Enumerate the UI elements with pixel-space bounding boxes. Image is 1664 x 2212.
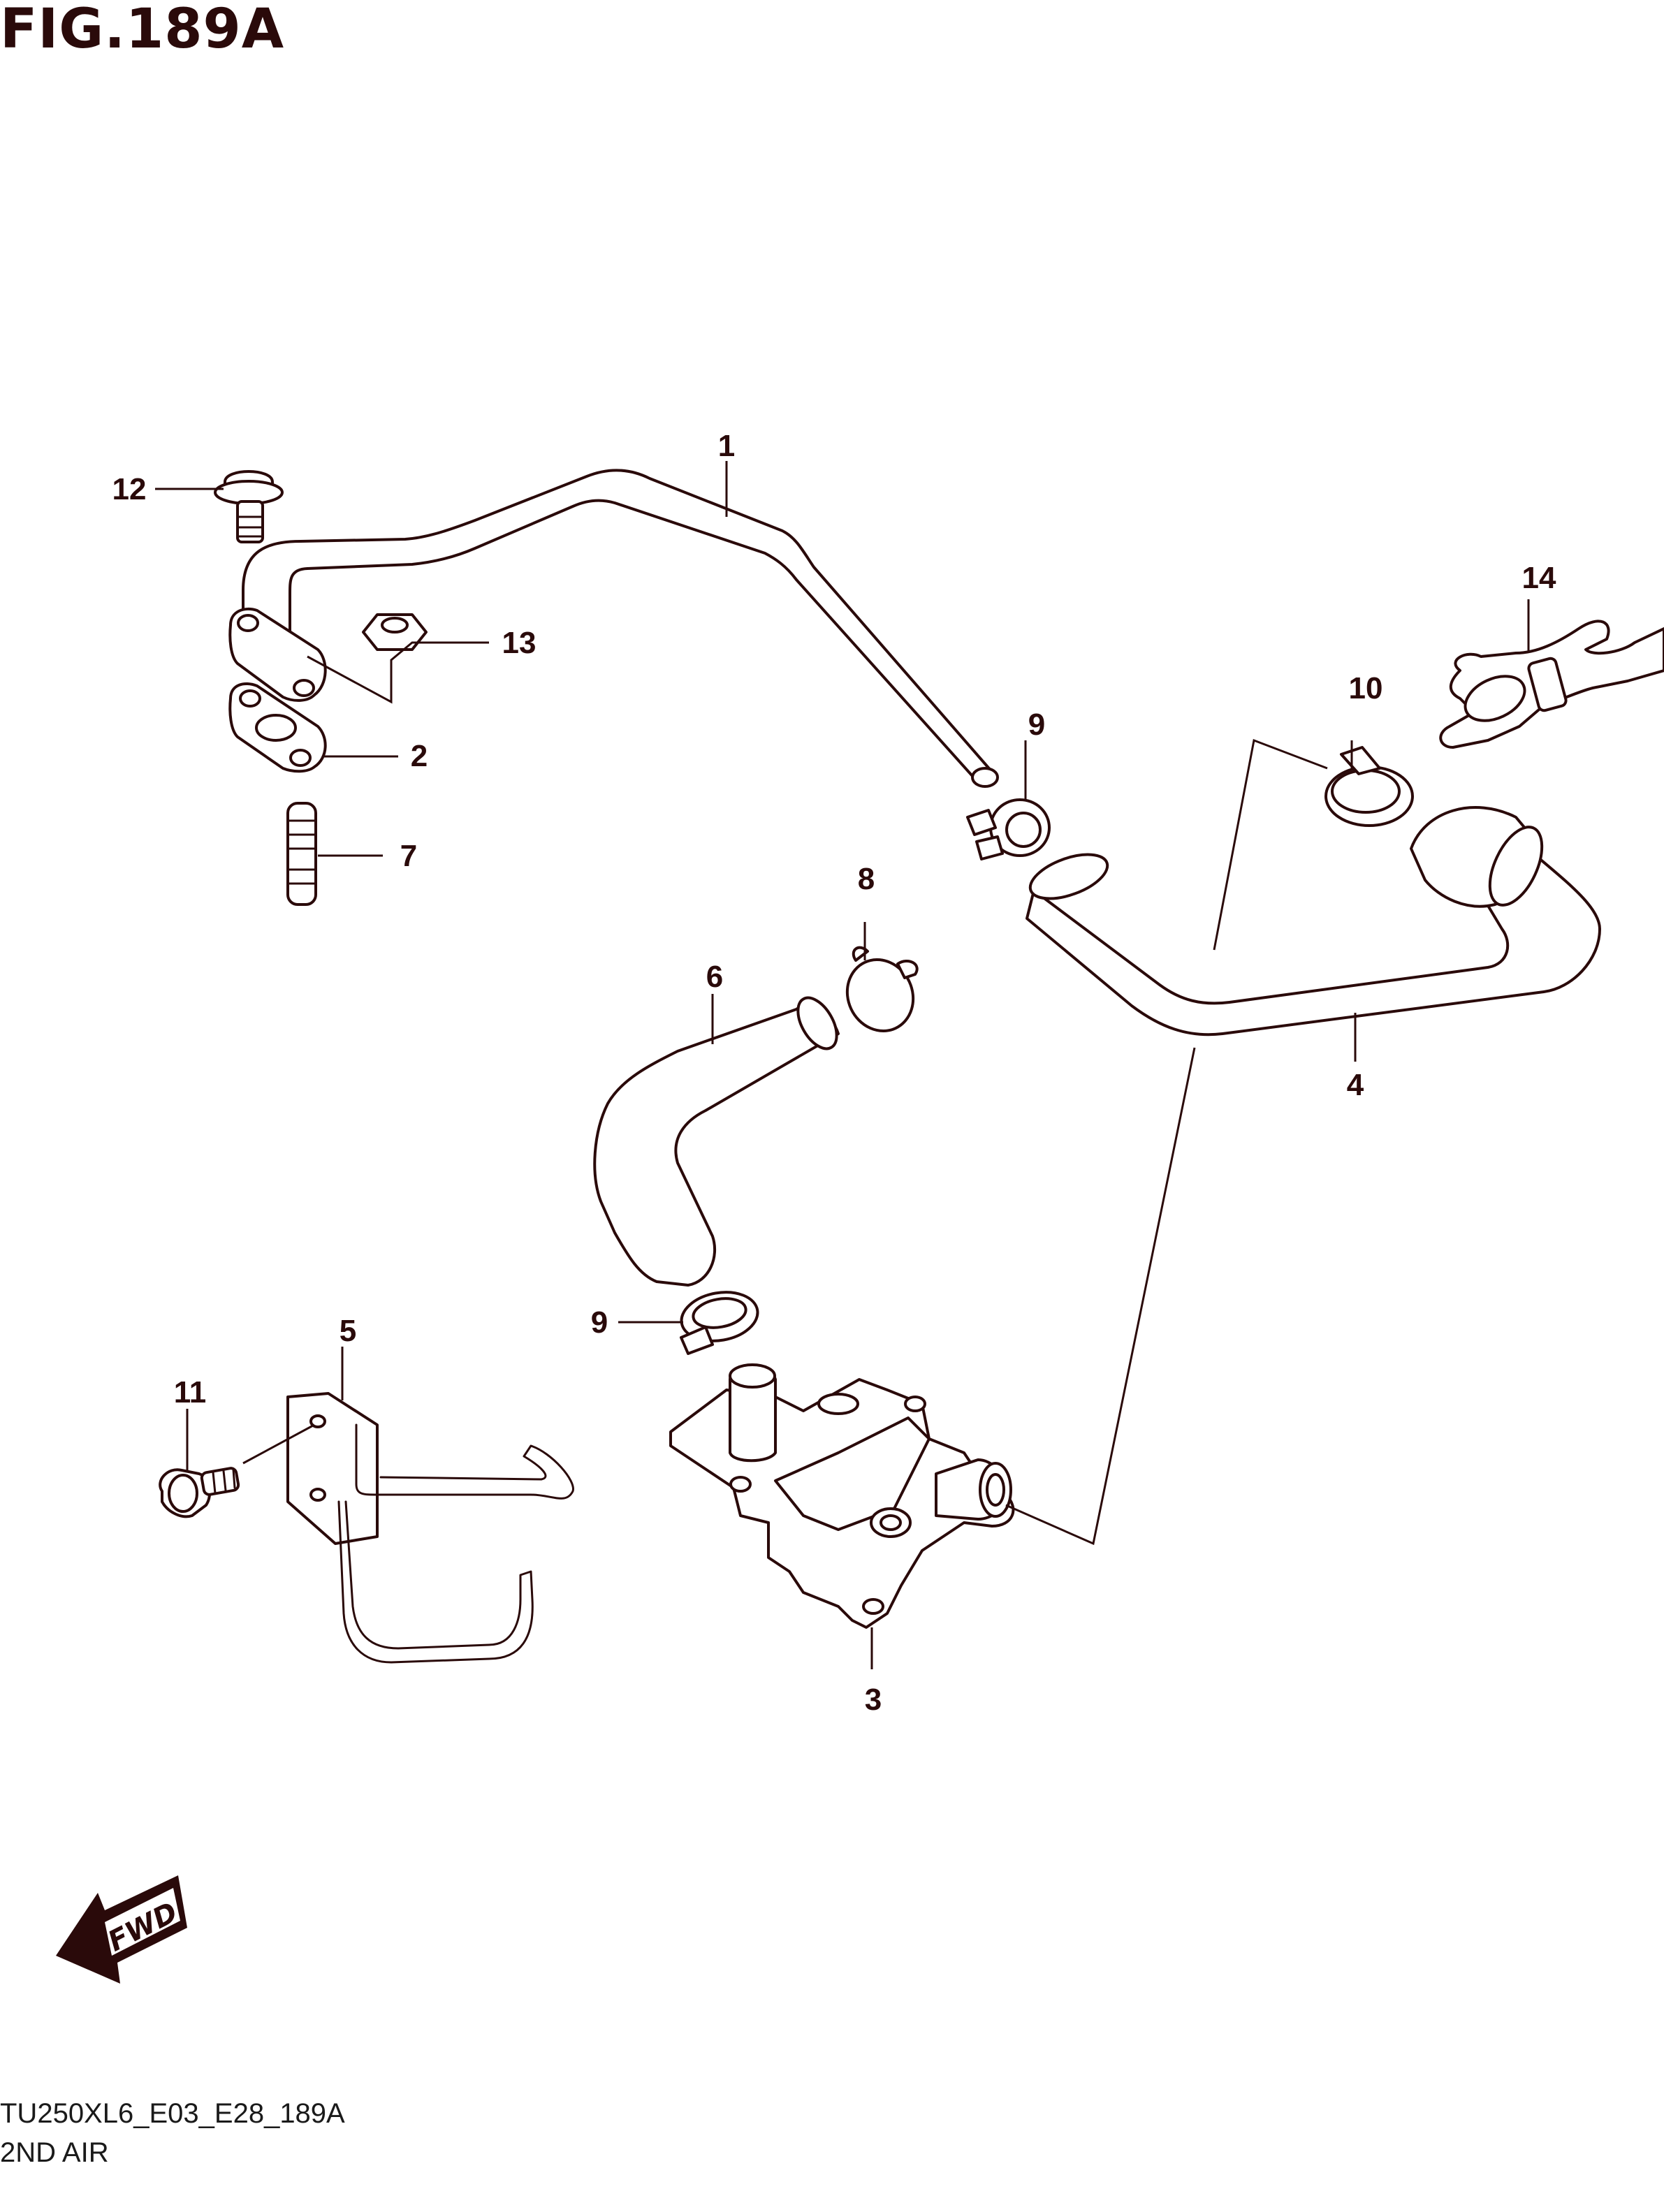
drawing-name: 2ND AIR bbox=[0, 2137, 109, 2168]
part-3-air-valve[interactable] bbox=[669, 1363, 1015, 1629]
callout-9-lower: 9 bbox=[591, 1305, 608, 1340]
callout-4: 4 bbox=[1347, 1068, 1364, 1102]
figure-title: FIG.189A bbox=[0, 0, 285, 61]
part-13-nut[interactable] bbox=[362, 613, 428, 651]
callout-5: 5 bbox=[340, 1314, 356, 1348]
drawing-code: TU250XL6_E03_E28_189A bbox=[0, 2098, 345, 2129]
footer: TU250XL6_E03_E28_189A 2ND AIR bbox=[0, 2094, 345, 2172]
callout-6: 6 bbox=[706, 960, 723, 994]
leader-lines bbox=[155, 461, 1530, 1669]
part-14-hose-holder[interactable] bbox=[1439, 620, 1664, 749]
fwd-arrow-icon: FWD bbox=[56, 1875, 187, 1984]
callout-1: 1 bbox=[718, 429, 735, 463]
part-1-air-pipe[interactable] bbox=[242, 469, 999, 788]
part-9-clamp-lower[interactable] bbox=[678, 1287, 761, 1355]
callout-3: 3 bbox=[865, 1683, 882, 1717]
part-10-clamp[interactable] bbox=[1324, 746, 1414, 827]
callout-12: 12 bbox=[112, 472, 147, 506]
part-6-hose[interactable] bbox=[593, 991, 845, 1287]
part-7-stud[interactable] bbox=[286, 802, 317, 906]
callout-9-upper: 9 bbox=[1028, 708, 1045, 742]
part-11-screw[interactable] bbox=[159, 1467, 240, 1518]
callout-8: 8 bbox=[858, 862, 875, 896]
part-2-gasket[interactable] bbox=[228, 607, 327, 773]
callout-10: 10 bbox=[1349, 671, 1383, 705]
part-8-cap[interactable] bbox=[835, 946, 924, 1042]
part-5-bracket[interactable] bbox=[286, 1392, 574, 1664]
callout-2: 2 bbox=[411, 739, 428, 773]
callout-13: 13 bbox=[502, 626, 537, 660]
callout-14: 14 bbox=[1522, 561, 1556, 595]
callout-11: 11 bbox=[174, 1375, 207, 1409]
callout-7: 7 bbox=[400, 839, 417, 873]
part-4-hose[interactable] bbox=[1025, 806, 1601, 1037]
part-9-clamp-upper[interactable] bbox=[966, 798, 1051, 860]
part-12-bolt[interactable] bbox=[214, 470, 284, 543]
